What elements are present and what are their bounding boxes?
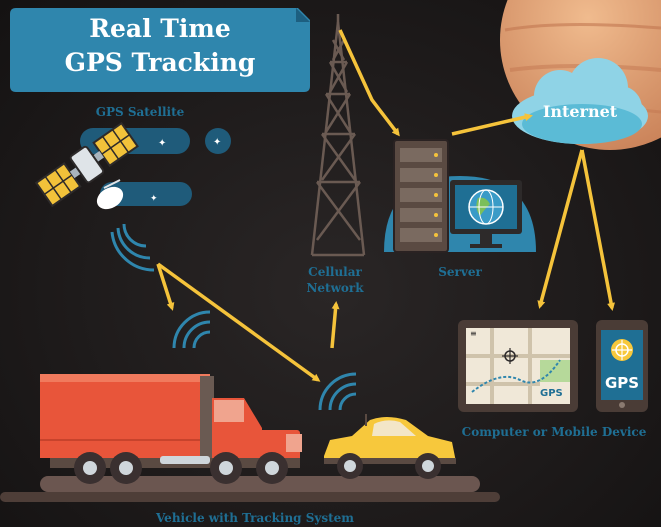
signal-waves-icon bbox=[110, 223, 155, 272]
vehicle-label: Vehicle with Tracking System bbox=[155, 511, 355, 525]
truck-icon bbox=[40, 374, 302, 484]
car-icon bbox=[324, 414, 456, 479]
svg-text:✦: ✦ bbox=[158, 138, 166, 149]
page-title: Real Time GPS Tracking bbox=[10, 12, 310, 80]
phone-icon bbox=[596, 320, 648, 412]
signal-waves-icon bbox=[172, 310, 211, 349]
signal-waves-icon bbox=[318, 372, 357, 411]
internet-label: Internet bbox=[542, 102, 618, 121]
devices-label: Computer or Mobile Device bbox=[461, 425, 647, 439]
phone-gps-badge: GPS bbox=[604, 374, 640, 392]
cellular-network-label: Cellular Network bbox=[290, 264, 380, 296]
tablet-gps-badge: GPS bbox=[540, 388, 563, 399]
satellite-dish-icon bbox=[96, 179, 124, 210]
cellular-label-line-1: Cellular bbox=[308, 265, 362, 279]
satellite-icon bbox=[34, 121, 139, 208]
road bbox=[0, 476, 500, 502]
svg-text:✦: ✦ bbox=[150, 194, 158, 204]
svg-text:✦: ✦ bbox=[213, 137, 221, 148]
satellite-label: GPS Satellite bbox=[95, 105, 185, 119]
monitor-icon bbox=[450, 180, 522, 248]
title-card bbox=[10, 8, 310, 92]
cell-tower-icon bbox=[310, 14, 366, 257]
cellular-label-line-2: Network bbox=[306, 281, 364, 295]
server-icon bbox=[393, 139, 449, 253]
svg-text:≡: ≡ bbox=[470, 329, 477, 338]
cloud-icon bbox=[512, 58, 648, 144]
data-flow-arrows bbox=[156, 29, 615, 382]
title-line-2: GPS Tracking bbox=[64, 48, 256, 77]
server-label: Server bbox=[438, 265, 482, 279]
tablet-icon: ≡ bbox=[458, 320, 578, 412]
title-line-1: Real Time bbox=[89, 14, 231, 43]
